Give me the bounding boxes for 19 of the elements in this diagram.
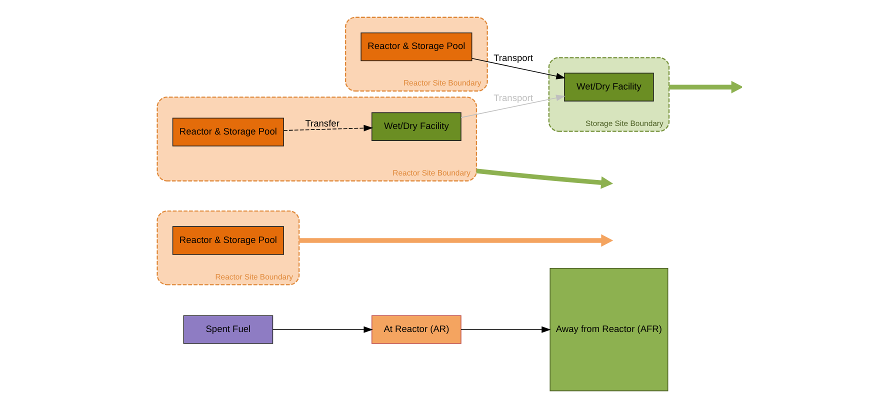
node-box: At Reactor (AR) [371,315,461,344]
arrow [460,94,565,118]
edge-label: Transport [493,92,532,103]
node-box: Wet/Dry Facility [564,72,654,102]
edge-label: Transport [493,53,532,64]
arrow [272,326,373,333]
arrow [668,80,742,94]
node-box: Spent Fuel [182,315,273,344]
node-box: Reactor & Storage Pool [172,226,284,255]
node-box: Reactor & Storage Pool [360,32,472,62]
arrow [282,124,373,132]
arrow [460,326,550,333]
node-box: Reactor & Storage Pool [172,118,284,146]
node-box: Wet/Dry Facility [371,112,461,141]
arrow [298,234,613,247]
edge-label: Transfer [304,118,339,128]
arrow [476,168,613,189]
node-box: Away from Reactor (AFR) [549,268,668,392]
arrow [471,58,565,80]
